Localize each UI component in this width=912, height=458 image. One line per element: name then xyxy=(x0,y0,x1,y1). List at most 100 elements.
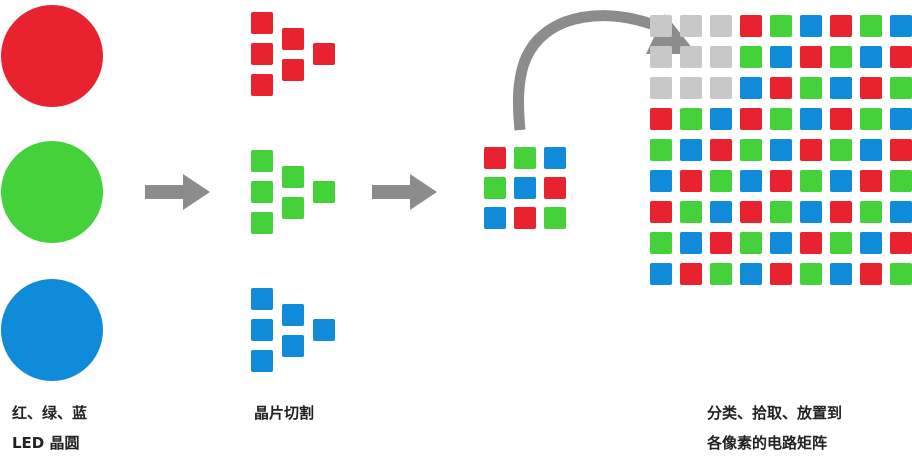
matrix-cell-1-2 xyxy=(680,15,702,37)
matrix-cell-5-9 xyxy=(890,139,912,161)
diced-chip-red-6 xyxy=(313,43,335,65)
matrix-cell-2-7 xyxy=(830,46,852,68)
rgb-chip-2-2 xyxy=(514,177,536,199)
matrix-cell-4-4 xyxy=(740,108,762,130)
diced-chip-blue-5 xyxy=(282,335,304,357)
diced-chip-blue-3 xyxy=(251,350,273,372)
matrix-cell-8-5 xyxy=(770,232,792,254)
dicing-caption-line1: 晶片切割 xyxy=(254,404,315,422)
diced-chip-green-3 xyxy=(251,212,273,234)
diced-chip-green-5 xyxy=(282,197,304,219)
matrix-cell-5-4 xyxy=(740,139,762,161)
diced-chip-green-6 xyxy=(313,181,335,203)
matrix-cell-6-5 xyxy=(770,170,792,192)
diced-chip-red-4 xyxy=(282,28,304,50)
matrix-cell-5-1 xyxy=(650,139,672,161)
matrix-cell-7-6 xyxy=(800,201,822,223)
matrix-cell-1-9 xyxy=(890,15,912,37)
matrix-caption: 分类、拾取、放置到 各像素的电路矩阵 xyxy=(707,398,842,458)
matrix-cell-1-6 xyxy=(800,15,822,37)
matrix-cell-2-3 xyxy=(710,46,732,68)
matrix-cell-4-9 xyxy=(890,108,912,130)
matrix-cell-7-3 xyxy=(710,201,732,223)
rgb-chip-1-1 xyxy=(484,147,506,169)
matrix-cell-4-5 xyxy=(770,108,792,130)
rgb-chip-3-3 xyxy=(544,207,566,229)
rgb-chip-1-2 xyxy=(514,147,536,169)
diced-chip-red-5 xyxy=(282,59,304,81)
matrix-cell-8-1 xyxy=(650,232,672,254)
matrix-cell-6-3 xyxy=(710,170,732,192)
matrix-cell-1-8 xyxy=(860,15,882,37)
matrix-cell-3-4 xyxy=(740,77,762,99)
transfer-arrow-curve xyxy=(512,10,675,131)
matrix-cell-3-1 xyxy=(650,77,672,99)
matrix-cell-7-9 xyxy=(890,201,912,223)
diced-chip-blue-4 xyxy=(282,304,304,326)
diced-chip-blue-6 xyxy=(313,319,335,341)
matrix-cell-7-8 xyxy=(860,201,882,223)
matrix-cell-6-2 xyxy=(680,170,702,192)
matrix-cell-2-1 xyxy=(650,46,672,68)
diced-chip-green-1 xyxy=(251,150,273,172)
rgb-chip-2-3 xyxy=(544,177,566,199)
dicing-caption: 晶片切割 xyxy=(254,398,314,428)
matrix-cell-2-6 xyxy=(800,46,822,68)
matrix-cell-3-3 xyxy=(710,77,732,99)
matrix-cell-4-8 xyxy=(860,108,882,130)
matrix-cell-8-9 xyxy=(890,232,912,254)
matrix-cell-6-4 xyxy=(740,170,762,192)
matrix-cell-4-2 xyxy=(680,108,702,130)
matrix-cell-9-2 xyxy=(680,263,702,285)
matrix-cell-9-4 xyxy=(740,263,762,285)
matrix-cell-1-3 xyxy=(710,15,732,37)
matrix-cell-7-2 xyxy=(680,201,702,223)
rgb-chip-2-1 xyxy=(484,177,506,199)
matrix-cell-3-9 xyxy=(890,77,912,99)
wafer-caption: 红、绿、蓝 LED 晶圆 xyxy=(12,398,87,458)
wafer-green xyxy=(1,141,103,243)
wafer-caption-line1: 红、绿、蓝 xyxy=(12,404,88,422)
matrix-cell-3-2 xyxy=(680,77,702,99)
diced-chip-red-1 xyxy=(251,12,273,34)
matrix-cell-4-7 xyxy=(830,108,852,130)
matrix-cell-1-5 xyxy=(770,15,792,37)
diced-chip-green-4 xyxy=(282,166,304,188)
matrix-cell-6-9 xyxy=(890,170,912,192)
matrix-cell-2-9 xyxy=(890,46,912,68)
matrix-cell-5-3 xyxy=(710,139,732,161)
matrix-cell-9-8 xyxy=(860,263,882,285)
wafer-blue xyxy=(1,279,103,381)
diced-chip-blue-2 xyxy=(251,319,273,341)
matrix-cell-3-5 xyxy=(770,77,792,99)
rgb-chip-1-3 xyxy=(544,147,566,169)
matrix-cell-4-6 xyxy=(800,108,822,130)
matrix-cell-1-4 xyxy=(740,15,762,37)
matrix-cell-6-7 xyxy=(830,170,852,192)
matrix-cell-9-6 xyxy=(800,263,822,285)
matrix-cell-5-7 xyxy=(830,139,852,161)
matrix-cell-4-1 xyxy=(650,108,672,130)
matrix-cell-2-8 xyxy=(860,46,882,68)
matrix-cell-8-8 xyxy=(860,232,882,254)
process-arrow-2 xyxy=(372,174,437,210)
matrix-cell-9-7 xyxy=(830,263,852,285)
matrix-cell-1-7 xyxy=(830,15,852,37)
rgb-chip-3-2 xyxy=(514,207,536,229)
matrix-cell-7-7 xyxy=(830,201,852,223)
matrix-cell-6-6 xyxy=(800,170,822,192)
matrix-cell-5-2 xyxy=(680,139,702,161)
matrix-cell-7-1 xyxy=(650,201,672,223)
matrix-cell-8-6 xyxy=(800,232,822,254)
wafer-red xyxy=(1,5,103,107)
matrix-cell-9-3 xyxy=(710,263,732,285)
diced-chip-red-3 xyxy=(251,74,273,96)
matrix-cell-7-4 xyxy=(740,201,762,223)
matrix-cell-2-2 xyxy=(680,46,702,68)
diced-chip-red-2 xyxy=(251,43,273,65)
matrix-cell-3-8 xyxy=(860,77,882,99)
matrix-cell-8-7 xyxy=(830,232,852,254)
matrix-cell-8-2 xyxy=(680,232,702,254)
matrix-caption-line2: 各像素的电路矩阵 xyxy=(707,434,828,452)
